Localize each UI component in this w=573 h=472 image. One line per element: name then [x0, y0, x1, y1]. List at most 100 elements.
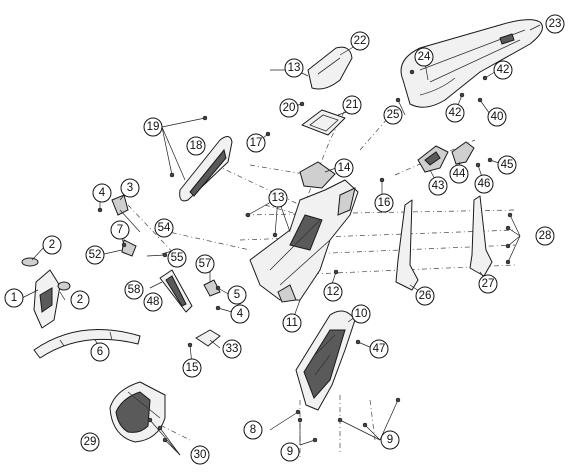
callout-57-label: 57: [199, 258, 212, 270]
callout-33-label: 33: [226, 343, 239, 355]
callout-2b: 2: [70, 290, 90, 310]
callout-52-label: 52: [89, 249, 102, 261]
gasket: [301, 109, 346, 136]
callout-40-label: 40: [491, 111, 504, 123]
callout-29: 29: [80, 432, 100, 452]
callout-42b: 42: [445, 103, 465, 123]
bracket: [111, 194, 141, 233]
callout-5: 5: [227, 285, 247, 305]
rear-tail-section: [400, 19, 543, 108]
callout-13a: 13: [284, 58, 304, 78]
side-decal: [395, 199, 419, 291]
callout-27: 27: [478, 274, 498, 294]
callout-13a-label: 13: [288, 62, 301, 74]
callout-21: 21: [342, 95, 362, 115]
disc-guard: [109, 381, 166, 443]
callout-58: 58: [124, 280, 144, 300]
callout-6: 6: [90, 342, 110, 362]
callout-10-label: 10: [355, 308, 368, 320]
callout-28: 28: [535, 226, 555, 246]
callout-48-label: 48: [147, 296, 160, 308]
callout-1-label: 1: [11, 292, 17, 304]
callout-20-label: 20: [283, 102, 296, 114]
callout-18: 18: [186, 136, 206, 156]
callout-16: 16: [374, 193, 394, 213]
callout-19: 19: [143, 117, 163, 137]
callout-26: 26: [415, 286, 435, 306]
callout-2a: 2: [42, 235, 62, 255]
callout-9b-label: 9: [387, 434, 393, 446]
callout-9b: 9: [380, 430, 400, 450]
headlight-mask: [33, 269, 61, 329]
callout-4a: 4: [92, 183, 112, 203]
clamp: [203, 279, 221, 297]
callout-9a-label: 9: [287, 446, 293, 458]
main-frame-airbox: [249, 179, 359, 303]
callout-30-label: 30: [194, 449, 207, 461]
indicator-right: [57, 281, 71, 291]
callout-4b: 4: [230, 304, 250, 324]
callout-8-label: 8: [250, 424, 256, 436]
callout-43: 43: [428, 176, 448, 196]
callout-44-label: 44: [453, 168, 466, 180]
callout-16-label: 16: [378, 197, 391, 209]
callout-40: 40: [487, 107, 507, 127]
callout-42b-label: 42: [449, 107, 462, 119]
callout-4b-label: 4: [237, 308, 244, 320]
callout-12: 12: [323, 282, 343, 302]
callout-2b-label: 2: [77, 294, 83, 306]
callout-43-label: 43: [432, 180, 445, 192]
front-fender: [33, 329, 141, 359]
callout-46-label: 46: [478, 178, 491, 190]
callout-5-label: 5: [234, 289, 240, 301]
callout-25-label: 25: [387, 109, 400, 121]
callout-28-label: 28: [539, 230, 552, 242]
callout-46: 46: [474, 174, 494, 194]
callout-14: 14: [334, 158, 354, 178]
fork-guard: [159, 269, 193, 313]
callout-45: 45: [497, 155, 517, 175]
callout-33: 33: [222, 339, 242, 359]
callout-7: 7: [110, 220, 130, 240]
callout-47-label: 47: [373, 343, 386, 355]
callout-25: 25: [383, 105, 403, 125]
callout-15-label: 15: [186, 362, 199, 374]
callout-58-label: 58: [128, 284, 141, 296]
callout-11-label: 11: [286, 317, 298, 329]
callout-19-label: 19: [147, 121, 160, 133]
callout-13b-label: 13: [272, 192, 285, 204]
callout-10: 10: [351, 304, 371, 324]
callout-21-label: 21: [346, 99, 359, 111]
side-panel-strip: [179, 136, 233, 202]
callout-14-label: 14: [338, 162, 351, 174]
callout-9a: 9: [280, 442, 300, 462]
callout-4a-label: 4: [99, 187, 106, 199]
callout-42a: 42: [493, 60, 513, 80]
callout-3: 3: [120, 178, 140, 198]
callout-47: 47: [369, 339, 389, 359]
callout-3-label: 3: [127, 182, 133, 194]
lower-side-cover: [295, 310, 356, 411]
callout-17: 17: [246, 133, 266, 153]
callout-27-label: 27: [482, 278, 495, 290]
callout-12-label: 12: [327, 286, 340, 298]
callout-7-label: 7: [117, 224, 123, 236]
callout-22-label: 22: [354, 35, 367, 47]
callout-11: 11: [282, 313, 302, 333]
callout-24: 24: [414, 47, 434, 67]
callout-23-label: 23: [549, 18, 562, 30]
callout-22: 22: [350, 31, 370, 51]
indicator-left: [21, 257, 39, 267]
callout-54: 54: [154, 218, 174, 238]
side-decal-right: [469, 195, 493, 277]
callout-8: 8: [243, 420, 263, 440]
callout-55-label: 55: [171, 252, 184, 264]
small-guard: [195, 329, 221, 347]
callout-24-label: 24: [418, 51, 431, 63]
top-cover-plate: [307, 46, 353, 90]
callout-48: 48: [143, 292, 163, 312]
callout-13b: 13: [268, 188, 288, 208]
mount-plate: [299, 161, 336, 189]
callout-54-label: 54: [158, 222, 171, 234]
callout-52: 52: [85, 245, 105, 265]
